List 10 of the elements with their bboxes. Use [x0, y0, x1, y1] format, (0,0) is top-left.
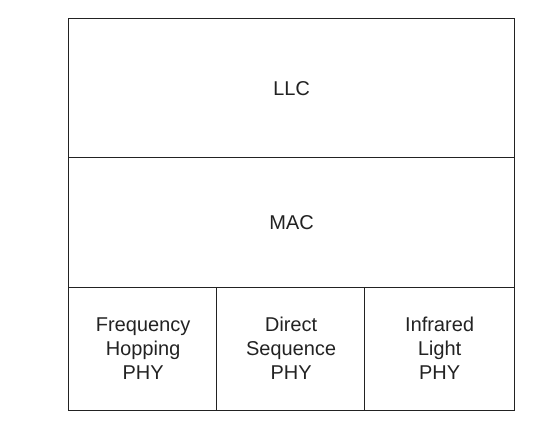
layer-box: [68, 157, 515, 289]
layer-name: Frequency Hopping PHY: [94, 313, 192, 385]
layer-name: LLC: [273, 76, 310, 100]
phy-layer-box: [364, 287, 515, 411]
layer-name: Infrared Light PHY: [404, 313, 475, 385]
phy-layer-box: [216, 287, 366, 411]
layer-box: [68, 18, 515, 159]
layer-name: MAC: [269, 211, 314, 235]
phy-layer-box: [68, 287, 218, 411]
layer-name: Direct Sequence PHY: [244, 313, 338, 385]
